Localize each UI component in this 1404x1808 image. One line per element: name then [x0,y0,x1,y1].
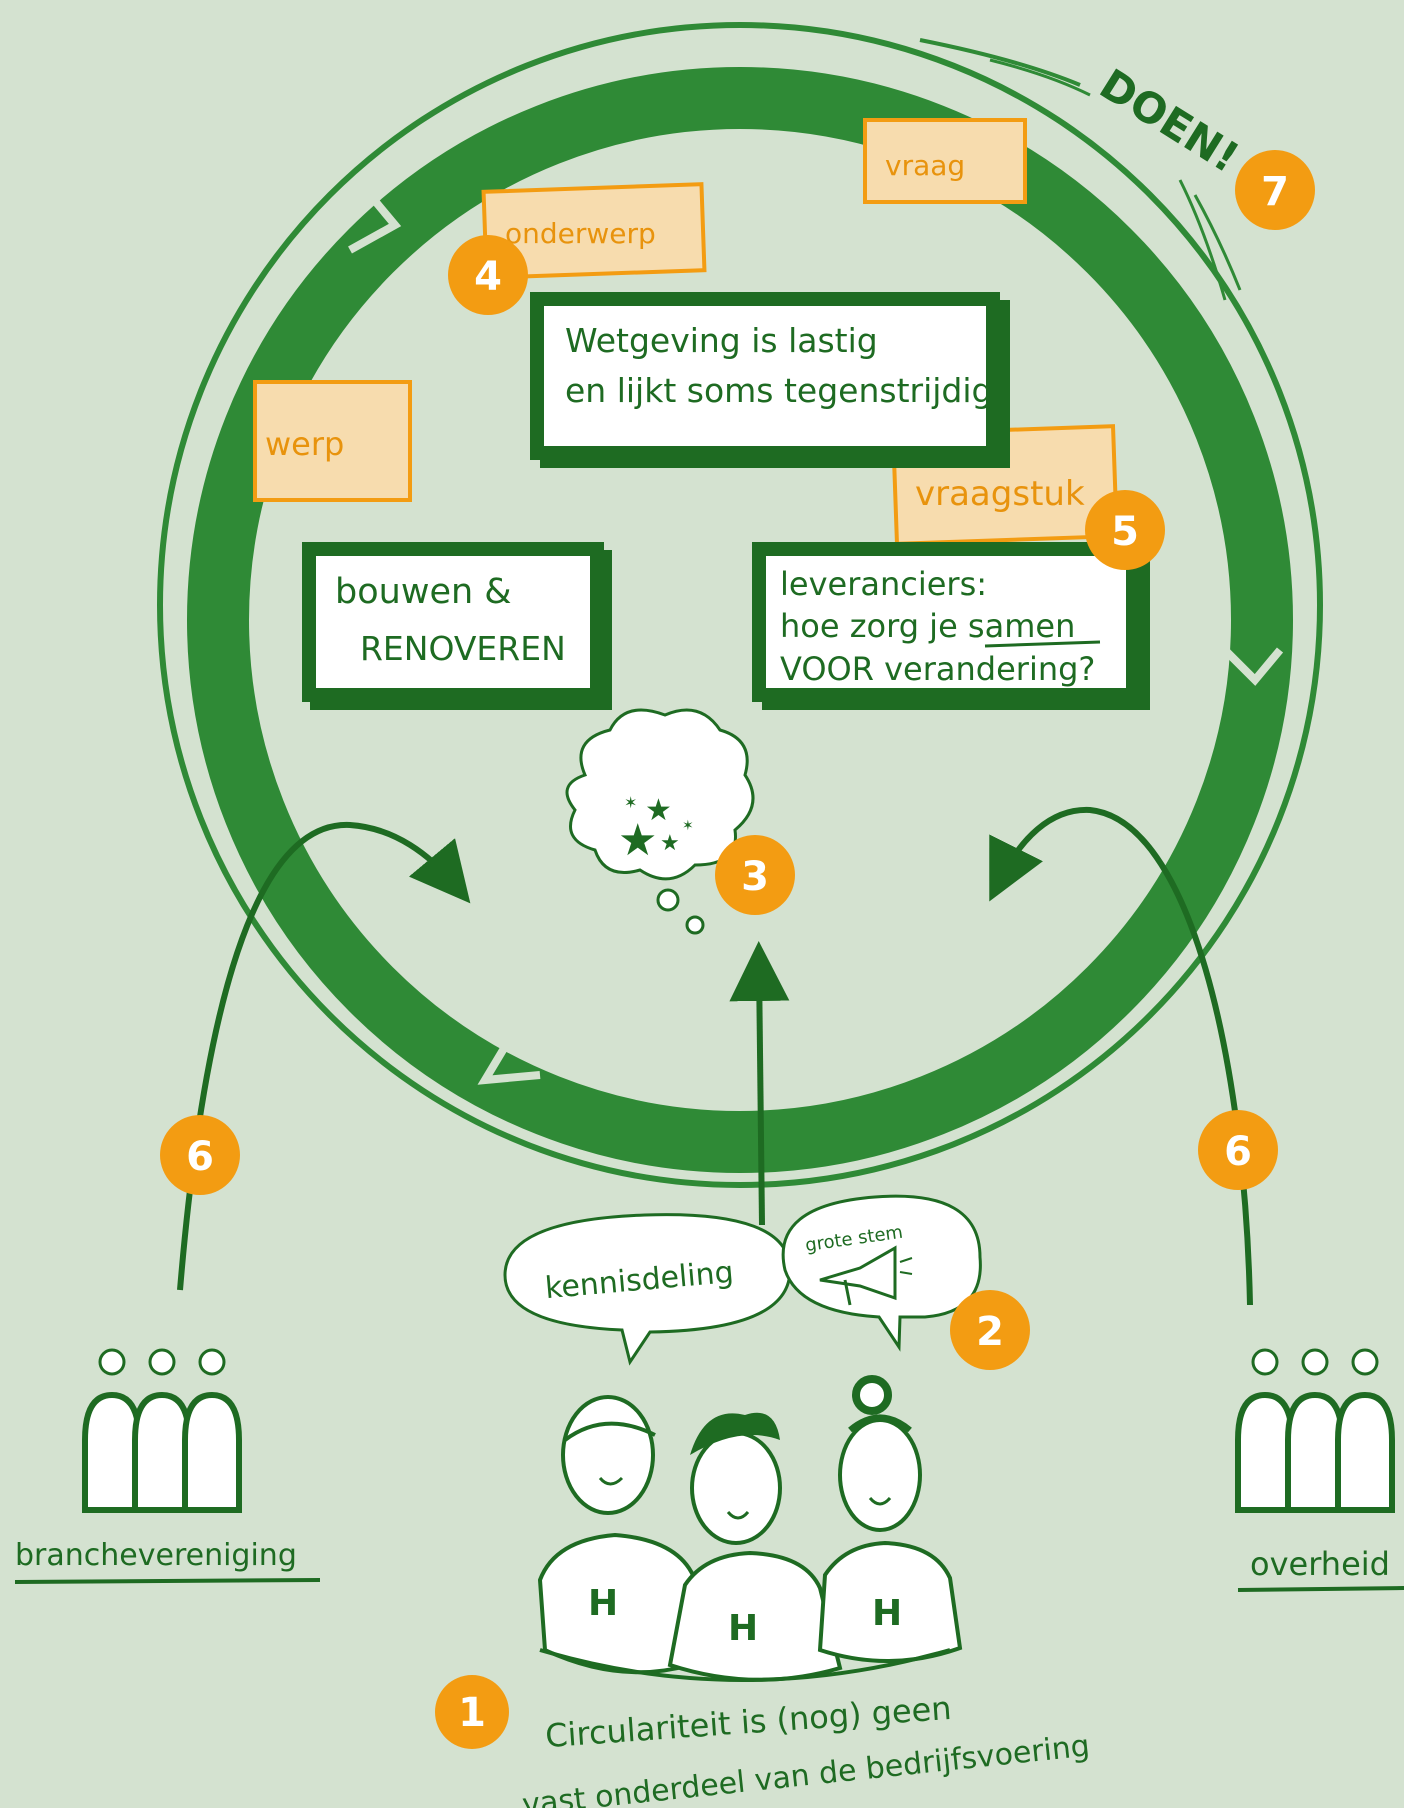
tag-top-right-label: vraag [885,149,965,182]
team-illustration: H H H [537,1375,963,1682]
step-badge-6-right: 6 [1198,1110,1278,1190]
svg-text:1: 1 [458,1690,486,1736]
card-leveranciers: leveranciers: hoe zorg je samen VOOR ver… [752,542,1150,710]
card-wetgeving-line2: en lijkt soms tegenstrijdig [565,371,992,410]
card-leveranciers-line1: leveranciers: [780,565,987,603]
shirt-letter: H [728,1608,758,1649]
card-wetgeving: Wetgeving is lastig en lijkt soms tegens… [530,292,1010,468]
emphasis-underline [984,640,1101,648]
shirt-letter: H [588,1583,618,1624]
card-wetgeving-line1: Wetgeving is lastig [565,321,878,360]
svg-text:2: 2 [976,1309,1004,1355]
step-badge-2: 2 [950,1290,1030,1370]
tag-top-left-label: onderwerp [505,217,656,250]
card-leveranciers-line3: VOOR verandering? [780,650,1095,688]
star-icon: ★ [645,793,672,828]
team-member-2: H [667,1412,843,1682]
step-badge-5: 5 [1085,490,1165,570]
step-badge-7: 7 [1235,150,1315,230]
star-icon: ✶ [624,793,637,812]
tag-top-left: onderwerp [481,182,707,280]
tag-left-label: werp [265,425,344,463]
card-bouwen-line1: bouwen & [335,572,512,612]
svg-text:6: 6 [1224,1129,1252,1175]
svg-text:5: 5 [1111,509,1139,555]
statement: Circulariteit is (nog) geen vast onderde… [521,1689,1092,1808]
branchevereniging-label: branchevereniging [15,1538,297,1573]
people-group-icon [82,1348,242,1513]
svg-text:6: 6 [186,1134,214,1180]
star-icon: ★ [660,831,680,856]
star-icon: ★ [618,815,657,866]
shirt-letter: H [872,1593,902,1634]
overheid-label: overheid [1250,1545,1390,1583]
group-overheid: overheid [1235,1348,1404,1592]
card-leveranciers-emphasis: samen [968,607,1075,645]
step-badge-6-left: 6 [160,1115,240,1195]
team-member-1: H [537,1395,698,1675]
megaphone-icon [819,1245,913,1306]
step-badge-4: 4 [448,235,528,315]
cycle-ring [157,22,1323,1188]
arrow-team-to-idea [729,941,790,1226]
team-member-3: H [817,1375,963,1664]
step-badge-1: 1 [435,1675,509,1749]
bubble-grote-stem: grote stem [781,1194,982,1352]
svg-text:4: 4 [474,254,502,300]
statement-line1: Circulariteit is (nog) geen [544,1689,953,1755]
star-icon: ✶ [682,818,694,834]
card-bouwen: bouwen & RENOVEREN [302,542,612,710]
step-badges: 1 2 3 4 5 6 6 7 [160,150,1315,1749]
tag-right-label: vraagstuk [915,474,1085,514]
step-badge-3: 3 [715,835,795,915]
idea-cloud: ★ ★ ★ ✶ ✶ [565,708,755,935]
svg-text:3: 3 [741,854,769,900]
svg-text:7: 7 [1261,169,1289,215]
group-branchevereniging: branchevereniging [14,1348,321,1584]
bubble-kennisdeling: kennisdeling [503,1213,792,1366]
tag-top-right: vraag [863,118,1027,204]
card-leveranciers-line2-prefix: hoe zorg je [780,607,968,645]
card-leveranciers-line2: hoe zorg je samen [780,607,1075,645]
people-group-icon [1235,1348,1395,1513]
card-bouwen-line2: RENOVEREN [360,629,566,668]
tag-left: werp [253,380,412,502]
